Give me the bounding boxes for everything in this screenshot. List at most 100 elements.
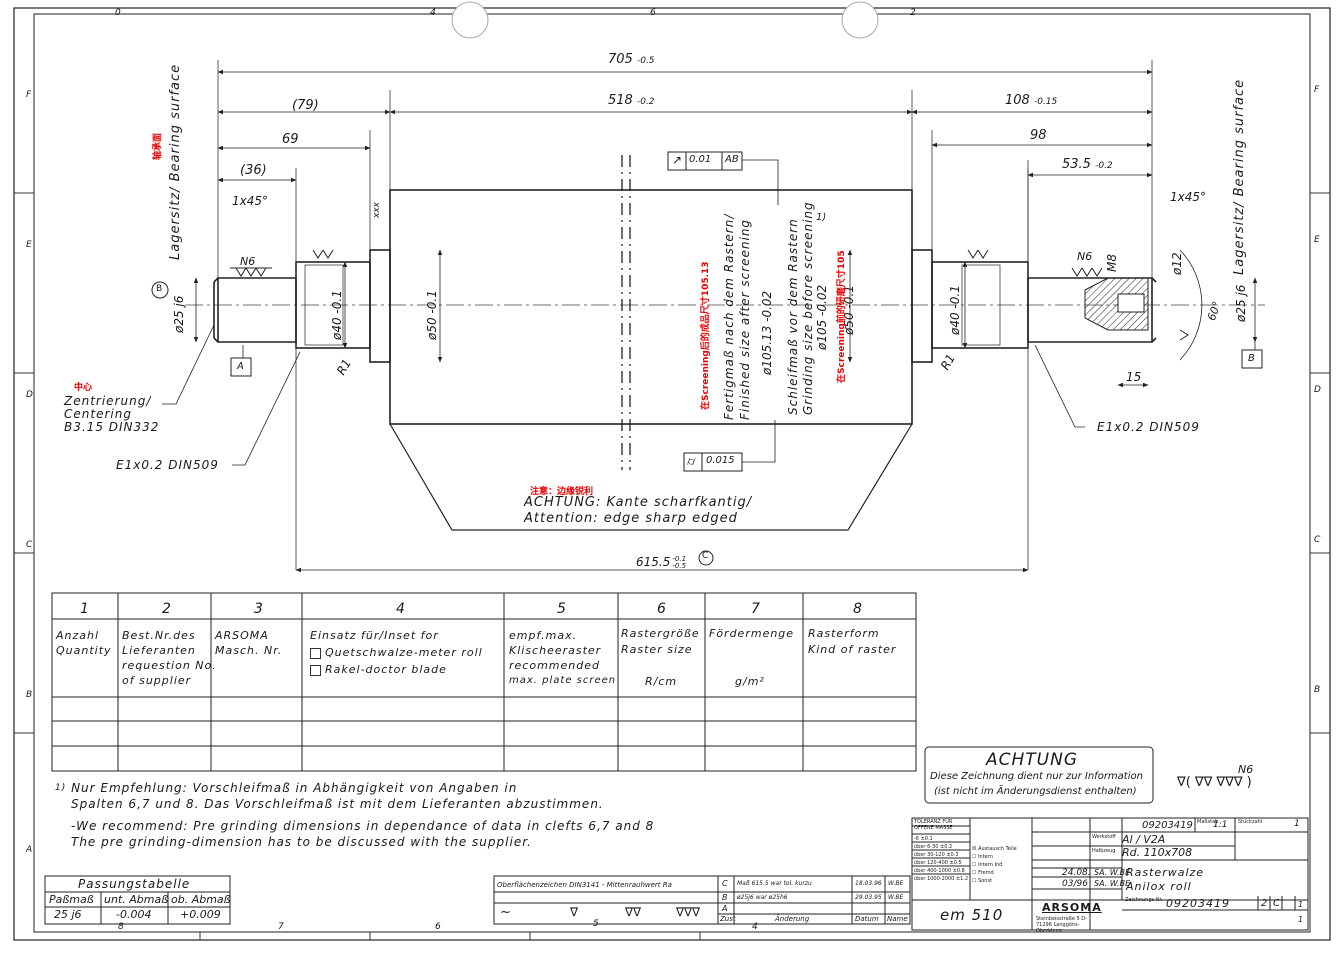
cylindricity-symbol: ⌭: [687, 454, 696, 468]
dia105: ø105 -0.02: [815, 284, 829, 350]
dim-53-value: 53.5: [1062, 157, 1091, 172]
sheet-number: 1: [1298, 900, 1304, 909]
zone-left-e: E: [26, 240, 32, 250]
binder-hole: [451, 1, 489, 39]
footnote-de-line2: Spalten 6,7 und 8. Das Vorschleifmaß ist…: [71, 797, 604, 811]
dia12: ø12: [1170, 252, 1184, 275]
dim-615-tol-up: -0.1: [672, 554, 687, 563]
status-label-4: Fremd: [978, 870, 994, 876]
spec-col7-line2: [709, 642, 794, 658]
dim-53-tol: -0.2: [1095, 161, 1113, 171]
doctor-blade-checkbox[interactable]: [310, 664, 321, 676]
tolerance-title-line2: OFFENE MASSE: [914, 825, 953, 831]
datum-b-circle: [151, 281, 169, 299]
spec-col4-text: Einsatz für/Inset for Quetschwalze-meter…: [310, 627, 483, 678]
footnote-de-line1: 1) Nur Empfehlung: Vorschleifmaß in Abhä…: [55, 780, 654, 796]
doctor-blade-option[interactable]: Rakel-doctor blade: [310, 661, 483, 678]
thread-section: [1084, 277, 1149, 331]
finished-size-line2: Finished size after screening: [738, 218, 752, 420]
checked-by: SA. W.BE: [1094, 879, 1131, 888]
semi-finished-label: Halbzeug: [1092, 848, 1116, 854]
material-label: Werkstoff: [1092, 834, 1116, 840]
chamfer-left: 1x45°: [232, 194, 269, 208]
spec-col2-line2: Lieferanten: [122, 644, 196, 657]
scale-label: Maßstab: [1197, 819, 1219, 825]
spec-col4-num: 4: [396, 601, 405, 617]
achtung-line1: Diese Zeichnung dient nur zur Informatio…: [930, 771, 1143, 782]
n6-right: N6: [1077, 250, 1093, 263]
company-logo: ARSOMA: [1042, 901, 1102, 914]
drawing-no-label: Zeichnungs-Nr.: [1125, 897, 1163, 903]
spec-col7-unit: g/m²: [735, 675, 765, 688]
dim-615-value: 615.5: [636, 555, 671, 569]
dim-98: 98: [1030, 128, 1047, 143]
tolerance-row-2: über 6-30 ±0.2: [914, 844, 953, 850]
change-c-text: Maß 615.5 war tol. kurzu: [737, 880, 812, 887]
meter-roll-label: Quetschwalze-meter roll: [325, 646, 483, 659]
runout-tolerance: 0.01: [689, 154, 712, 165]
outer-border: [13, 7, 1331, 941]
status-label-3: Intern Ind: [978, 862, 1003, 868]
status-label-2: Intern: [978, 854, 993, 860]
spec-col6-line3: [621, 658, 700, 674]
leader-lines: [162, 159, 1256, 466]
zone-top-6: 6: [650, 8, 656, 18]
datum-b-circle-label: B: [156, 284, 163, 294]
red-note-grinding: 在Screening前的研磨尺寸105: [837, 250, 847, 383]
spec-table-grid: [51, 592, 917, 772]
bearing-surface-left: Lagersitz/ Bearing surface: [168, 63, 183, 260]
spec-col1-text: Anzahl Quantity: [56, 628, 112, 658]
status-label-5: Sonst: [978, 878, 993, 884]
sheet-count: 1: [1294, 819, 1300, 829]
spec-col6-line1: Rastergröße: [621, 627, 700, 640]
spec-col2-text: Best.Nr.des Lieferanten requestion No. o…: [122, 628, 217, 688]
spec-col8-line2: Kind of raster: [808, 643, 897, 656]
zone-right-e: E: [1314, 235, 1320, 245]
change-b-text: ø25j6 war ø25h6: [737, 894, 788, 901]
dim-15: 15: [1126, 370, 1142, 384]
dim-615: 615.5-0.1-0.5: [636, 555, 686, 570]
zone-bottom-4: 4: [752, 922, 758, 932]
change-header-datum: Datum: [855, 915, 879, 923]
spec-col3-text: ARSOMA Masch. Nr.: [215, 628, 282, 658]
footnote-mark-vertical: 1): [816, 212, 827, 223]
status-option-1[interactable]: ☒ Austausch Teile: [972, 846, 1017, 852]
spec-col6-text: Rastergröße Raster size R/cm: [621, 626, 700, 690]
centering-note: Zentrierung/ Centering B3.15 DIN332: [64, 395, 159, 434]
dim-69: 69: [282, 132, 299, 147]
meter-roll-option[interactable]: Quetschwalze-meter roll: [310, 644, 483, 661]
status-option-5[interactable]: ☐ Sonst: [972, 878, 993, 884]
extension-lines: [217, 60, 1153, 570]
spec-col8-text: Rasterform Kind of raster: [808, 626, 896, 658]
spec-col5-line2: Klischeeraster: [509, 644, 602, 657]
dim-108-tol: -0.15: [1033, 97, 1058, 107]
change-b-idx: B: [722, 893, 728, 902]
spec-col2-line3: requestion No.: [122, 659, 217, 672]
change-a-idx: A: [722, 904, 728, 913]
zone-top-2: 2: [910, 8, 916, 18]
spec-col1-num: 1: [80, 601, 89, 617]
spec-col2-num: 2: [162, 601, 171, 617]
edge-warning-line2: Attention: edge sharp edged: [524, 511, 738, 526]
zone-right-f: F: [1314, 85, 1320, 95]
dim-518-value: 518: [608, 93, 633, 108]
zone-left-c: C: [26, 540, 33, 550]
em-label: em 510: [940, 906, 1004, 924]
status-option-4[interactable]: ☐ Fremd: [972, 870, 994, 876]
footnote-mark: 1): [55, 783, 67, 793]
zone-right-c: C: [1314, 535, 1321, 545]
surface-general-symbols: ∇( ∇∇ ∇∇∇ ): [1177, 775, 1252, 790]
spec-col7-line1: Fördermenge: [709, 627, 795, 640]
status-option-3[interactable]: ☐ Intern Ind: [972, 862, 1003, 868]
surface-symbol-3: ∇∇: [625, 905, 642, 919]
status-option-2[interactable]: ☐ Intern: [972, 854, 993, 860]
tolerance-row-3: über 30-120 ±0.3: [914, 852, 959, 858]
undercut-left: E1x0.2 DIN509: [116, 458, 219, 472]
datum-b: B: [1248, 353, 1255, 364]
sheet-total: 1: [1298, 915, 1304, 924]
spec-col6-num: 6: [657, 601, 666, 617]
passung-value-2: -0.004: [116, 908, 152, 921]
dim-518-tol: -0.2: [636, 97, 655, 107]
zone-left-b: B: [26, 690, 33, 700]
meter-roll-checkbox[interactable]: [310, 647, 321, 659]
